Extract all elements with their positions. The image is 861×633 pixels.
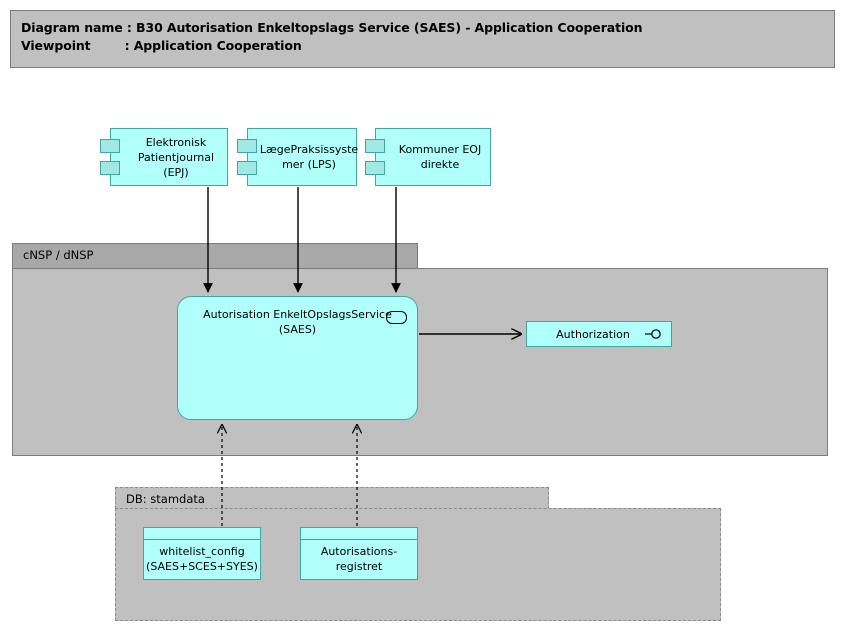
group-tab-db-stamdata: DB: stamdata (115, 487, 549, 509)
application-interface-authorization-label: Authorization (556, 327, 630, 341)
group-label-cnsp: cNSP / dNSP (23, 248, 94, 262)
component-port-top-icon (237, 139, 257, 153)
component-port-bottom-icon (100, 161, 120, 175)
diagram-name-line: Diagram name : B30 Autorisation Enkeltop… (21, 20, 643, 35)
provided-interface-lollipop-icon (645, 329, 661, 339)
component-port-top-icon (365, 139, 385, 153)
data-object-band (144, 528, 260, 540)
data-object-autorisationsregistret-label: Autorisations-registret (320, 545, 398, 573)
application-service-saes-label: Autorisation EnkeltOpslagsService(SAES) (203, 308, 392, 336)
viewpoint-line: Viewpoint : Application Cooperation (21, 38, 302, 53)
component-port-bottom-icon (237, 161, 257, 175)
application-service-saes[interactable]: Autorisation EnkeltOpslagsService(SAES) (177, 296, 418, 420)
application-interface-authorization[interactable]: Authorization (526, 321, 672, 347)
data-object-band (301, 528, 417, 540)
component-port-top-icon (100, 139, 120, 153)
data-object-autorisationsregistret[interactable]: Autorisations-registret (300, 527, 418, 580)
data-object-whitelist-config-label: whitelist_config(SAES+SCES+SYES) (146, 545, 258, 573)
group-label-db-stamdata: DB: stamdata (126, 492, 205, 506)
group-body-cnsp (12, 268, 828, 456)
diagram-header: Diagram name : B30 Autorisation Enkeltop… (10, 10, 835, 68)
data-object-whitelist-config[interactable]: whitelist_config(SAES+SCES+SYES) (143, 527, 261, 580)
group-tab-cnsp: cNSP / dNSP (12, 243, 418, 269)
service-rounded-icon (386, 311, 407, 324)
component-port-bottom-icon (365, 161, 385, 175)
